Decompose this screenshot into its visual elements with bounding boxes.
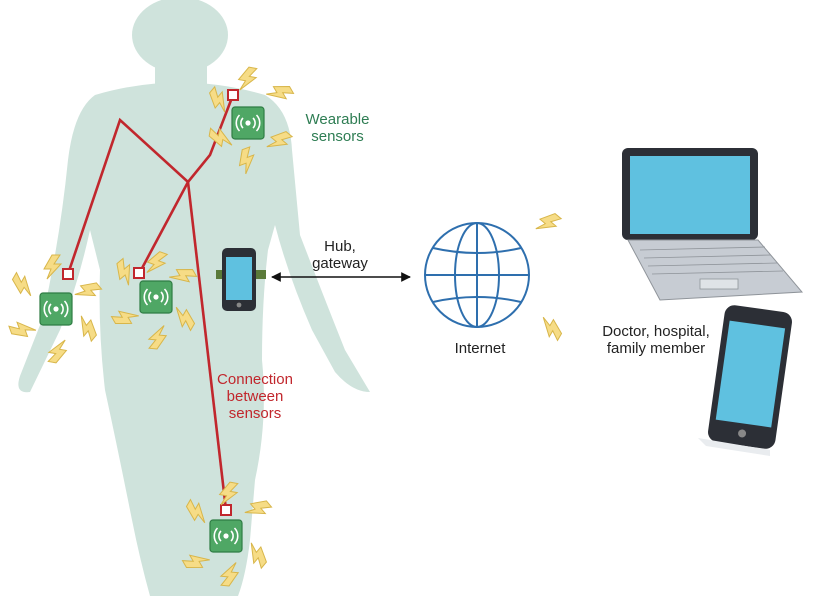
- hub-gateway-label: Hub,gateway: [300, 238, 380, 272]
- sensor-icon: [140, 281, 172, 313]
- globe-icon: [425, 223, 529, 327]
- laptop-icon: [622, 148, 802, 300]
- sensor-icon: [210, 520, 242, 552]
- sensor-icon: [40, 293, 72, 325]
- doctor-hospital-family-label: Doctor, hospital,family member: [586, 323, 726, 357]
- internet-label: Internet: [440, 340, 520, 357]
- sensor-icon: [232, 107, 264, 139]
